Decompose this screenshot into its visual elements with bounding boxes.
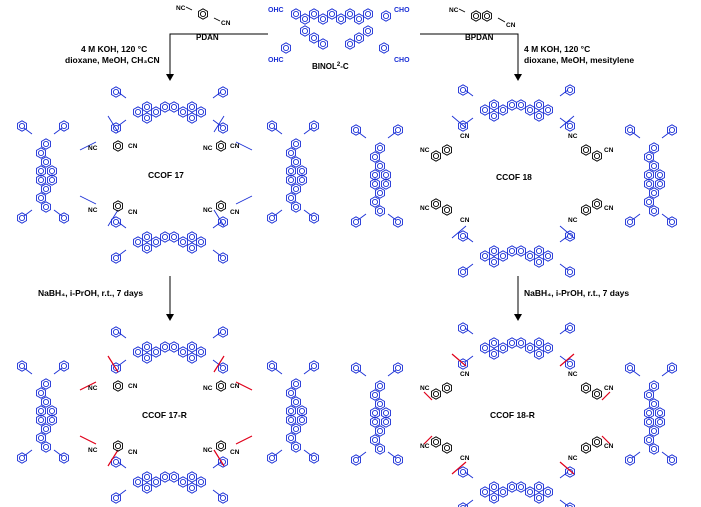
ccof17-cn-1: NC xyxy=(88,145,98,152)
ccof17r-cn-6: CN xyxy=(128,449,138,456)
cond-right-2: dioxane, MeOH, mesitylene xyxy=(524,55,634,65)
ccof18r-cn-6: CN xyxy=(460,455,470,462)
ccof17r-label: CCOF 17-R xyxy=(142,410,187,420)
ccof18-structure: NC CN NC CN NC CN NC CN CCOF 18 xyxy=(352,85,677,277)
cond-reduce-left: NaBH₄, i-PrOH, r.t., 7 days xyxy=(38,288,143,298)
binol-cho-bl: OHC xyxy=(268,57,284,64)
ccof17-cn-5: NC xyxy=(88,207,98,214)
ccof18r-cn-8: CN xyxy=(604,443,614,450)
ccof17r-cn-3: NC xyxy=(203,385,213,392)
binol-c-molecule: OHC CHO OHC CHO BINOL2-C xyxy=(268,7,410,71)
ccof18r-cn-3: NC xyxy=(568,371,578,378)
binol-cho-tr: CHO xyxy=(394,7,410,14)
ccof17r-cn-1: NC xyxy=(88,385,98,392)
ccof18r-cn-5: NC xyxy=(420,443,430,450)
arrow-to-ccof17: 4 M KOH, 120 °C dioxane, MeOH, CH₃CN xyxy=(65,33,268,81)
pdan-label: PDAN xyxy=(196,33,219,42)
ccof17r-structure: NC CN NC CN NC CN NC CN CCOF 17-R xyxy=(18,327,319,503)
ccof18r-cn-2: CN xyxy=(460,371,470,378)
ccof18-label: CCOF 18 xyxy=(496,172,532,182)
bpdan-molecule: NC CN BPDAN xyxy=(449,7,516,42)
pdan-nc-label: NC xyxy=(176,5,186,12)
bpdan-label: BPDAN xyxy=(465,33,494,42)
cond-right-1: 4 M KOH, 120 °C xyxy=(524,44,590,54)
ccof18-cn-4: CN xyxy=(604,147,614,154)
ccof18r-cn-7: NC xyxy=(568,455,578,462)
arrow-to-ccof18r: NaBH₄, i-PrOH, r.t., 7 days xyxy=(514,276,629,321)
ccof17r-cn-4: CN xyxy=(230,383,240,390)
bpdan-cn-label: CN xyxy=(506,22,516,29)
ccof18r-structure: NC CN NC CN NC CN NC CN CCOF 18-R xyxy=(352,323,677,507)
ccof17r-cn-2: CN xyxy=(128,383,138,390)
ccof18-cn-7: NC xyxy=(568,217,578,224)
ccof17-cn-2: CN xyxy=(128,143,138,150)
bpdan-nc-label: NC xyxy=(449,7,459,14)
ccof18-cn-8: CN xyxy=(604,205,614,212)
ccof17r-cn-7: NC xyxy=(203,447,213,454)
cond-left-1: 4 M KOH, 120 °C xyxy=(81,44,147,54)
binol-label: BINOL2-C xyxy=(312,62,349,71)
ccof18-cn-6: CN xyxy=(460,217,470,224)
ccof17-cn-8: CN xyxy=(230,209,240,216)
ccof18r-label: CCOF 18-R xyxy=(490,410,535,420)
ccof17-cn-3: NC xyxy=(203,145,213,152)
ccof18-cn-5: NC xyxy=(420,205,430,212)
cond-reduce-right: NaBH₄, i-PrOH, r.t., 7 days xyxy=(524,288,629,298)
ccof17r-cn-8: CN xyxy=(230,449,240,456)
ccof17-label: CCOF 17 xyxy=(148,170,184,180)
arrow-to-ccof18: 4 M KOH, 120 °C dioxane, MeOH, mesitylen… xyxy=(420,33,634,81)
ccof17-cn-6: CN xyxy=(128,209,138,216)
ccof17-cn-7: NC xyxy=(203,207,213,214)
binol-cho-tl: OHC xyxy=(268,7,284,14)
ccof17-structure: NC CN NC CN NC CN NC CN CCOF 17 xyxy=(18,87,319,263)
binol-cho-br: CHO xyxy=(394,57,410,64)
ccof17-cn-4: CN xyxy=(230,143,240,150)
ccof17r-cn-5: NC xyxy=(88,447,98,454)
ccof18r-cn-1: NC xyxy=(420,385,430,392)
ccof18r-cn-4: CN xyxy=(604,385,614,392)
cond-left-2: dioxane, MeOH, CH₃CN xyxy=(65,55,160,65)
ccof18-cn-3: NC xyxy=(568,133,578,140)
pdan-molecule: NC CN PDAN xyxy=(176,5,231,42)
ccof18-cn-1: NC xyxy=(420,147,430,154)
pdan-cn-label: CN xyxy=(221,20,231,27)
ccof18-cn-2: CN xyxy=(460,133,470,140)
arrow-to-ccof17r: NaBH₄, i-PrOH, r.t., 7 days xyxy=(38,276,174,321)
